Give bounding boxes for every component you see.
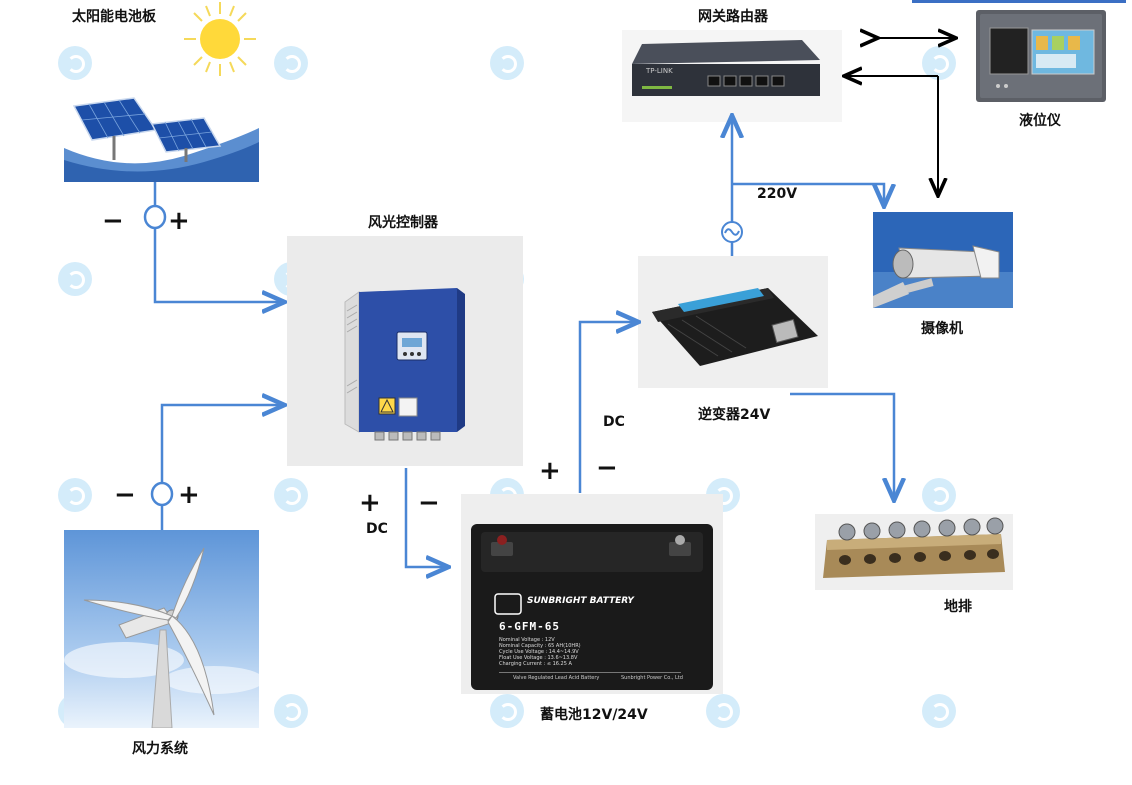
ac-source-icon — [722, 222, 742, 242]
battery-out-minus: − — [596, 455, 618, 481]
fuse-icon-wind — [152, 483, 172, 505]
edge-label-dc-right: DC — [603, 414, 625, 430]
wire-inverter-to-ground — [790, 394, 894, 498]
wire-wind-to-controller — [162, 405, 282, 530]
battery-out-plus: + — [539, 458, 561, 484]
edge-label-220v: 220V — [757, 186, 797, 202]
wire-220v-to-camera — [732, 184, 884, 204]
wire-solar-to-controller — [155, 182, 282, 302]
edge-label-dc-left: DC — [366, 521, 388, 537]
controller-out-minus: − — [418, 490, 440, 516]
wind-minus: − — [114, 482, 136, 508]
wind-plus: + — [178, 482, 200, 508]
solar-minus: − — [102, 208, 124, 234]
controller-out-plus: + — [359, 490, 381, 516]
fuse-icon-solar — [145, 206, 165, 228]
solar-plus: + — [168, 208, 190, 234]
